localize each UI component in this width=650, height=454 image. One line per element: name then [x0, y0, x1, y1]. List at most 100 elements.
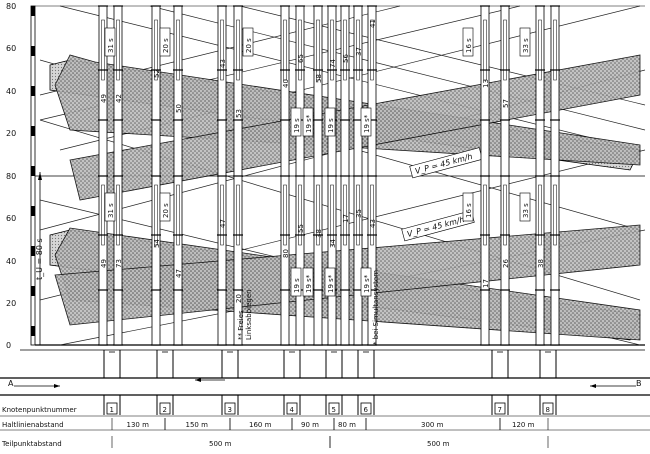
cycle-label: t_U = 80 s	[35, 238, 44, 280]
direction-a: A	[8, 379, 14, 388]
cycle-note-text: 31 s	[107, 203, 115, 218]
stopline-distance: 300 m	[421, 421, 444, 429]
signal-number: 42	[115, 94, 123, 103]
cycle-note: 19 s	[290, 107, 302, 137]
signal-column	[480, 5, 490, 346]
cycle-note-text: 19 s	[293, 278, 301, 293]
axis-scale-block	[31, 126, 35, 136]
signal-number: 73	[115, 259, 123, 268]
axis-tick-label: 60	[6, 214, 16, 223]
axis-scale-block	[31, 86, 35, 96]
cycle-note-text: 20 s	[245, 38, 253, 53]
row-label-stopline: Haltlinienabstand	[2, 421, 64, 429]
node-number: 1	[106, 402, 118, 415]
axis-scale-block	[31, 166, 35, 176]
stopline-distance: 80 m	[338, 421, 356, 429]
note-free-left: ** Freies	[237, 310, 245, 340]
cycle-note: 33 s	[519, 192, 531, 222]
cycle-note: 20 s	[159, 27, 171, 57]
cycle-note-text: 16 s	[465, 38, 473, 53]
section-distance: 500 m	[427, 440, 450, 448]
stopline-distance: 90 m	[301, 421, 319, 429]
signal-number: 57	[502, 99, 510, 108]
axis-tick-label: 40	[6, 87, 16, 96]
signal-number: 53	[235, 109, 243, 118]
cycle-note-text: 19 s	[327, 118, 335, 133]
axis-scale-block	[31, 6, 35, 16]
distance-table: Knotenpunktnummer Haltlinienabstand Teil…	[0, 402, 650, 448]
svg-text:4: 4	[290, 406, 295, 414]
cycle-note-text: 19 s*	[327, 274, 335, 293]
cycle-note: 20 s	[159, 192, 171, 222]
signal-number: 80	[282, 249, 290, 258]
signal-number: 34	[329, 239, 337, 248]
svg-text:3: 3	[228, 406, 232, 414]
cycle-note-text: 19 s	[293, 118, 301, 133]
node-number: 8	[542, 402, 554, 415]
signal-column	[217, 5, 227, 346]
node-number: 3	[224, 402, 236, 415]
stopline-distance: 120 m	[512, 421, 535, 429]
stopline-distance: 160 m	[249, 421, 272, 429]
axis-tick-label: 60	[6, 44, 16, 53]
cycle-note: 33 s	[519, 27, 531, 57]
signal-number: 43	[369, 219, 377, 228]
svg-text:5: 5	[332, 406, 336, 414]
signal-column	[98, 5, 108, 346]
axis-scale-block	[31, 46, 35, 56]
cycle-note-text: 19 s*	[363, 274, 371, 293]
signal-number: 38	[537, 259, 545, 268]
node-number: 7	[494, 402, 506, 415]
signal-number: 20	[235, 294, 243, 303]
signal-number: 65	[297, 54, 305, 63]
cycle-note: 16 s	[462, 27, 474, 57]
axis-tick-label: 0	[6, 341, 11, 350]
street-plan	[0, 349, 650, 415]
signal-number: 41	[369, 19, 377, 28]
direction-b: B	[636, 379, 642, 388]
axis-tick-label: 40	[6, 257, 16, 266]
signal-number: 47	[219, 219, 227, 228]
signal-number: 26	[502, 259, 510, 268]
signal-number: 35	[355, 209, 363, 218]
signal-column	[113, 5, 123, 346]
signal-number: 54	[153, 239, 161, 248]
signal-number: 55	[297, 224, 305, 233]
signal-number: 17	[482, 279, 490, 288]
row-label-section: Teilpunktabstand	[1, 440, 62, 448]
cycle-note: 19 s	[290, 267, 302, 297]
node-number: 5	[328, 402, 340, 415]
axis-tick-label: 80	[6, 172, 16, 181]
svg-text:8: 8	[546, 406, 550, 414]
axis-scale-block	[31, 286, 35, 296]
node-number: 4	[286, 402, 298, 415]
cycle-note-text: 19 s*	[305, 274, 313, 293]
signal-number: 37	[355, 47, 363, 56]
svg-text:6: 6	[364, 406, 369, 414]
signal-column	[550, 5, 560, 346]
axis-tick-label: 20	[6, 299, 16, 308]
cycle-note: 19 s*	[302, 267, 314, 297]
axis-scale-block	[31, 326, 35, 336]
section-distance: 500 m	[209, 440, 232, 448]
axis-tick-label: 20	[6, 129, 16, 138]
signal-column	[280, 5, 290, 346]
cycle-note: 31 s	[104, 27, 116, 57]
cycle-note: 19 s*	[360, 267, 372, 297]
cycle-note-text: 33 s	[522, 203, 530, 218]
signal-column	[233, 5, 243, 346]
signal-number: 43	[219, 59, 227, 68]
cycle-note-text: 16 s	[465, 203, 473, 218]
signal-column	[173, 5, 183, 346]
signal-number: 49	[100, 259, 108, 268]
node-number: 2	[159, 402, 171, 415]
signal-column	[313, 5, 323, 346]
signal-number: 40	[282, 79, 290, 88]
signal-column	[151, 5, 161, 346]
cycle-note-text: 20 s	[162, 38, 170, 53]
signal-columns: 31 s 20 s 20 s 16 s 33 s 19 s 19 s* 19 s 19 s* 31…	[98, 5, 560, 346]
signal-number: 49	[100, 94, 108, 103]
signal-number: 52	[153, 69, 161, 78]
axis-tick-label: 80	[6, 2, 16, 11]
stopline-distance: 150 m	[186, 421, 209, 429]
